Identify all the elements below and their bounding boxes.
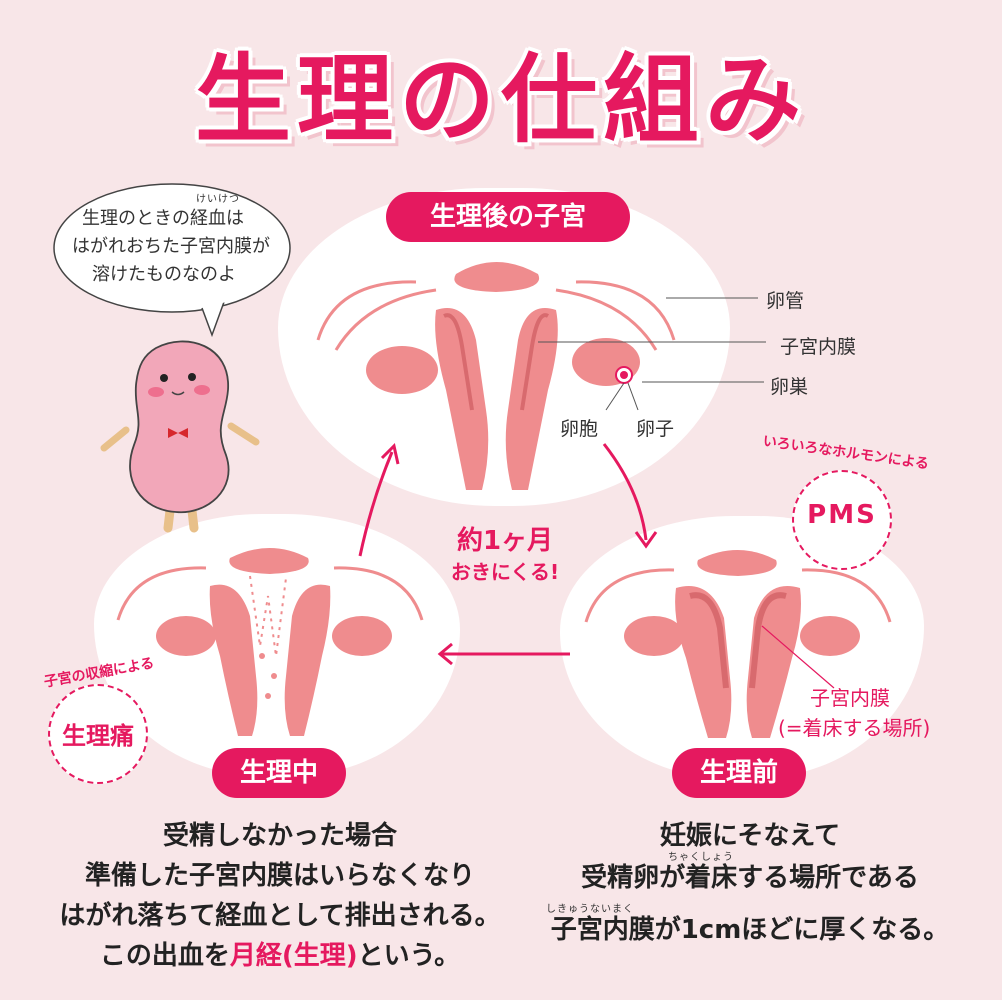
label-implant-place: (=着床する場所) bbox=[778, 716, 931, 740]
uterus-after-diagram bbox=[316, 262, 686, 490]
cramps-badge bbox=[48, 684, 148, 784]
speech-line-3: 溶けたものなのよ bbox=[92, 264, 236, 285]
before-text-line-2: 受精卵が着床する場所である bbox=[520, 858, 980, 898]
cramps-label: 生理痛 bbox=[62, 722, 134, 750]
uterus-during-diagram bbox=[116, 548, 424, 736]
label-oviduct: 卵管 bbox=[766, 290, 805, 312]
uterus-before-diagram bbox=[584, 550, 892, 738]
during-text-line-3: はがれ落ちて経血として排出される。 bbox=[59, 901, 501, 931]
speech-line-2: はがれおちた子宮内膜が bbox=[72, 236, 270, 257]
bean-character-icon bbox=[100, 340, 260, 533]
label-endometrium: 子宮内膜 bbox=[780, 336, 857, 358]
stage-during-label: 生理中 bbox=[212, 748, 346, 798]
page-title: 生理の仕組み bbox=[195, 44, 807, 156]
endometrium-term: 子宮内膜 bbox=[550, 915, 655, 945]
pms-label: PMS bbox=[807, 500, 877, 530]
implantation-term: 着床 bbox=[685, 863, 738, 893]
before-text-line-2-c: する場所である bbox=[737, 863, 919, 893]
pms-badge bbox=[792, 470, 892, 570]
during-text-line-4-a: この出血を bbox=[99, 941, 230, 971]
before-text-line-1: 妊娠にそなえて bbox=[659, 821, 841, 851]
before-text-line-3: 子宮内膜が1cmほどに厚くなる。 bbox=[520, 910, 980, 950]
during-text-line-4-c: という。 bbox=[357, 941, 461, 971]
during-text-line-4: この出血を月経(生理)という。 bbox=[20, 936, 540, 976]
during-text-line-1: 受精しなかった場合 bbox=[162, 821, 397, 851]
cycle-length: 約1ヶ月 bbox=[456, 526, 554, 556]
label-egg: 卵子 bbox=[636, 418, 675, 440]
stage-before-label: 生理前 bbox=[672, 748, 806, 798]
speech-ruby: けいけつ bbox=[196, 194, 240, 205]
label-endometrium-before: 子宮内膜 bbox=[810, 686, 890, 710]
speech-bubble bbox=[53, 183, 291, 338]
after-leader-lines bbox=[666, 297, 766, 383]
cycle-note: おきにくる! bbox=[450, 560, 560, 584]
label-follicle: 卵胞 bbox=[560, 418, 599, 440]
before-text-line-3-b: が1cmほどに厚くなる。 bbox=[654, 915, 950, 945]
during-text-line-2: 準備した子宮内膜はいらなくなり bbox=[84, 861, 475, 891]
before-ruby-2: しきゅうないまく bbox=[546, 904, 634, 915]
stage-after-label: 生理後の子宮 bbox=[386, 192, 630, 242]
label-ovary: 卵巣 bbox=[770, 376, 809, 398]
menstruation-term: 月経(生理) bbox=[229, 941, 358, 971]
before-ruby-1: ちゃくしょう bbox=[668, 852, 734, 863]
before-text-line-2-a: 受精卵が bbox=[581, 863, 686, 893]
speech-line-1: 生理のときの経血は bbox=[82, 208, 244, 229]
